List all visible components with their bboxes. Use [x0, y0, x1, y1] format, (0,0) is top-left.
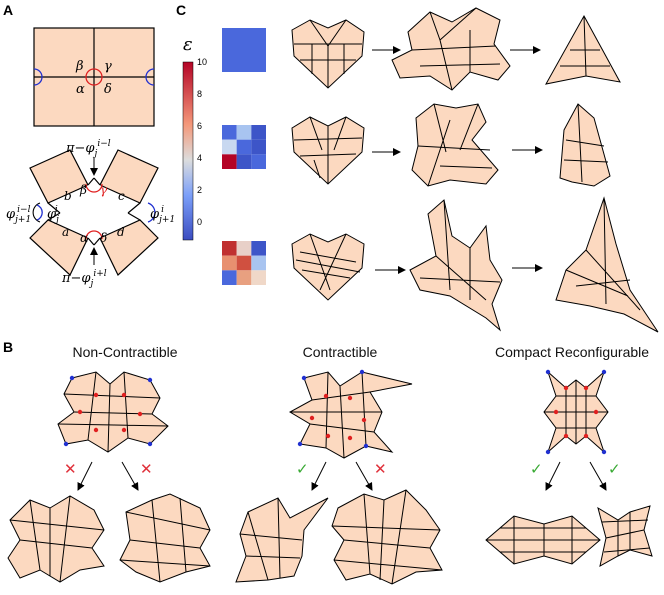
b2-result-left	[235, 497, 329, 583]
strain-cell	[222, 241, 237, 256]
b1-right-cross: ✕	[140, 460, 153, 478]
angle-alpha-top: α	[76, 82, 85, 97]
phi-left-label: φj+1i−l	[6, 205, 31, 225]
strain-cell	[251, 125, 266, 140]
strain-matrices	[222, 28, 266, 285]
b3-right-check: ✓	[608, 460, 621, 478]
panel-a-label: A	[3, 2, 14, 18]
cbar-tick-6: 6	[197, 121, 202, 131]
edge-b: b	[64, 189, 72, 203]
b1-result-left	[7, 495, 105, 583]
b2-top-structure	[288, 371, 413, 459]
b1-top-structure	[57, 371, 169, 453]
phi-top-label: π−φji−l	[65, 139, 111, 159]
row2-final	[559, 103, 611, 187]
angle-delta-bottom: δ	[100, 231, 107, 245]
heart-row-1	[291, 19, 365, 89]
strain-cell	[236, 139, 252, 155]
strain-cell	[251, 139, 266, 155]
phi-bottom-label: π−φji+l	[61, 269, 107, 289]
b3-top-structure	[543, 370, 609, 454]
strain-cell	[222, 139, 237, 155]
row3-final	[555, 196, 659, 333]
b3-dots	[545, 369, 607, 455]
title-compact-reconfigurable: Compact Reconfigurable	[494, 344, 650, 360]
phi-center-label: φji	[47, 205, 59, 225]
cbar-tick-8: 8	[197, 89, 202, 99]
cbar-tick-10: 10	[197, 57, 207, 67]
edge-d: d	[117, 225, 125, 239]
strain-cell	[236, 255, 252, 271]
b2-dots	[297, 369, 369, 449]
panel-a-square-tiling: β γ α δ	[33, 27, 155, 127]
strain-cell	[236, 125, 252, 140]
strain-cell	[251, 154, 266, 169]
angle-alpha-bottom: α	[80, 231, 88, 245]
cbar-tick-2: 2	[197, 185, 202, 195]
b1-dots	[63, 375, 153, 447]
edge-a: a	[62, 225, 69, 239]
strain-cell	[222, 28, 266, 72]
heart-row-3	[291, 233, 365, 301]
strain-cell	[251, 255, 266, 271]
angle-beta-bottom: β	[79, 183, 87, 197]
row1-intermediate	[391, 7, 511, 91]
cbar-tick-4: 4	[197, 153, 202, 163]
strain-cell	[236, 241, 252, 256]
strain-cell	[251, 270, 266, 285]
b1-result-right	[119, 493, 211, 583]
panel-c-arrows	[372, 46, 543, 274]
colorbar: ε 10 8 6 4 2 0	[182, 34, 207, 241]
strain-cell	[236, 270, 252, 285]
title-non-contractible: Non-Contractible	[72, 344, 178, 360]
row3-intermediate	[409, 199, 503, 332]
strain-cell	[222, 270, 237, 285]
strain-cell	[251, 241, 266, 256]
b2-right-cross: ✕	[374, 460, 387, 478]
angle-delta-top: δ	[104, 82, 112, 97]
b1-left-cross: ✕	[64, 460, 77, 478]
title-contractible: Contractible	[302, 344, 378, 360]
panel-b-arrows	[77, 461, 607, 491]
panel-b-label: B	[3, 339, 14, 355]
b3-result-left	[485, 515, 601, 565]
angle-gamma-top: γ	[104, 59, 112, 74]
colorbar-symbol: ε	[183, 34, 193, 55]
heart-row-2	[291, 116, 365, 185]
phi-right-label: φj+1i	[150, 205, 175, 225]
b3-left-check: ✓	[530, 460, 543, 478]
angle-beta-top: β	[75, 59, 84, 74]
edge-c: c	[118, 189, 125, 203]
panel-c-label: C	[176, 2, 187, 18]
b2-result-right	[331, 489, 443, 585]
cbar-tick-0: 0	[197, 217, 202, 227]
angle-gamma-bottom: γ	[100, 183, 108, 197]
b2-left-check: ✓	[296, 460, 309, 478]
strain-cell	[222, 255, 237, 271]
strain-cell	[222, 125, 237, 140]
row2-intermediate	[411, 103, 499, 187]
strain-cell	[236, 154, 252, 169]
b3-result-right	[597, 505, 653, 567]
panel-a-rotated-tiling: β γ α δ b c a d π−φji−l π−φji+l φj+1i−l …	[6, 139, 175, 289]
strain-cell	[222, 154, 237, 169]
row1-final	[545, 14, 621, 85]
